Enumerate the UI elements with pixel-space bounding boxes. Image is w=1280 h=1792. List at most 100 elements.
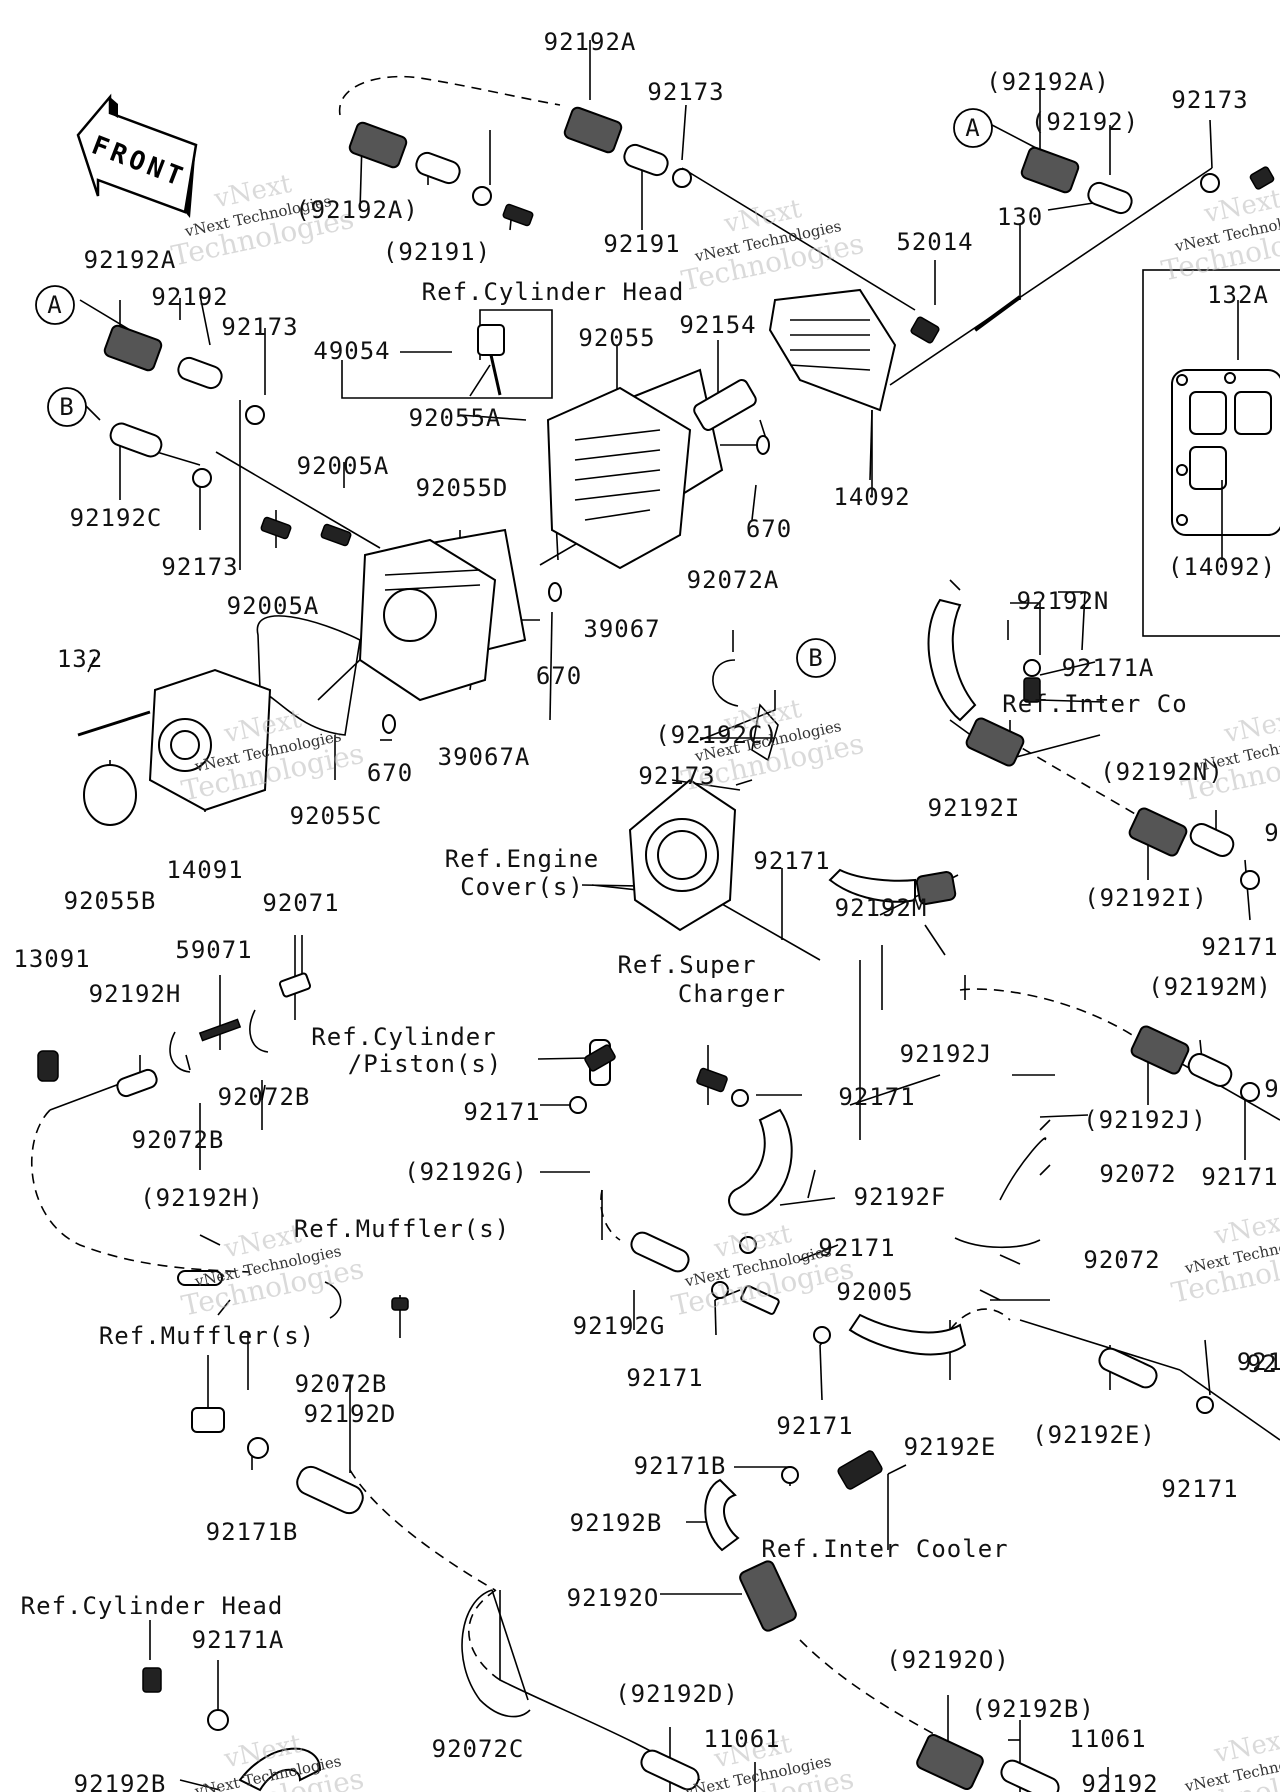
- part-label: 92173: [161, 553, 238, 581]
- part-label: (92192D): [615, 1680, 739, 1708]
- part-label: (92192E): [1032, 1421, 1156, 1449]
- part-label: (92192N): [1100, 758, 1224, 786]
- part-label: Ref.Cylinder Head: [422, 278, 685, 306]
- part-label: 132A: [1207, 281, 1269, 309]
- part-label: 92192G: [573, 1312, 666, 1340]
- part-label: 14092: [833, 483, 910, 511]
- part-label: 921: [1247, 1350, 1280, 1378]
- part-label: 92192B: [570, 1509, 663, 1537]
- part-label: 14091: [166, 856, 243, 884]
- part-label: 92192: [151, 283, 228, 311]
- part-label: 92173: [221, 313, 298, 341]
- part-label: (92192A): [986, 68, 1110, 96]
- part-label: 92171: [776, 1412, 853, 1440]
- part-label: Ref.Inter Cooler: [761, 1535, 1008, 1563]
- part-label: 92171: [753, 847, 830, 875]
- part-label: (92192A): [295, 196, 419, 224]
- part-label: 130: [997, 203, 1043, 231]
- part-label: 52014: [896, 228, 973, 256]
- part-label: 92191: [603, 230, 680, 258]
- part-label: (92192I): [1084, 884, 1208, 912]
- part-label: 92171: [463, 1098, 540, 1126]
- part-label: 92192E: [904, 1433, 997, 1461]
- part-label: 11061: [703, 1725, 780, 1753]
- part-label: (14092): [1168, 553, 1276, 581]
- callout-a-left-label: A: [47, 291, 62, 319]
- part-label: (92192M): [1148, 973, 1272, 1001]
- part-label: 670: [367, 759, 413, 787]
- part-label: 921: [1237, 1348, 1280, 1376]
- part-label: Ref.Cylinder: [311, 1023, 496, 1051]
- part-label: 670: [536, 662, 582, 690]
- part-drawings: [37, 106, 1275, 1792]
- part-labels: 92192 A 92173 (92192A) (92192) 92173 (92192A) (…: [13, 28, 1280, 1792]
- part-label: /Piston(s): [348, 1050, 503, 1078]
- part-label: (92192H): [140, 1184, 264, 1212]
- part-label: 92192I: [928, 794, 1021, 822]
- part-label: 92192J: [900, 1040, 993, 1068]
- part-label: 59071: [175, 936, 252, 964]
- callout-a-left: A: [35, 285, 75, 325]
- part-label: 92173: [638, 762, 715, 790]
- part-label: (92192O): [886, 1646, 1010, 1674]
- part-label: 92171A: [1062, 654, 1155, 682]
- part-label: 92072: [1099, 1160, 1176, 1188]
- callout-b-left: B: [47, 387, 87, 427]
- part-label: 92192N: [1017, 587, 1110, 615]
- part-label: 92072: [1083, 1246, 1160, 1274]
- part-label: 132: [57, 645, 103, 673]
- front-arrow-icon: FRONT: [76, 93, 198, 218]
- part-label: 39067: [583, 615, 660, 643]
- part-label: (92192J): [1083, 1106, 1207, 1134]
- part-label: 92171: [626, 1364, 703, 1392]
- part-label: 92171: [818, 1234, 895, 1262]
- part-label: 92171: [1201, 1163, 1278, 1191]
- part-label: 9: [1264, 819, 1279, 847]
- inset-frame: [1142, 269, 1280, 637]
- part-label: Ref.Muffler(s): [99, 1322, 315, 1350]
- part-label: 92173: [1171, 86, 1248, 114]
- part-label: 92192M: [835, 894, 928, 922]
- callout-b-mid-label: B: [808, 644, 823, 672]
- part-label: 92055C: [290, 802, 383, 830]
- part-label: Ref.Super: [617, 951, 756, 979]
- part-label: Ref.Cylinder Head: [21, 1592, 284, 1620]
- inset-cover-drawing: [1171, 369, 1280, 536]
- part-label: (92192): [1031, 108, 1139, 136]
- part-label: 92192F: [854, 1183, 947, 1211]
- part-label: 92005A: [227, 592, 320, 620]
- part-label: 92192D: [304, 1400, 397, 1428]
- part-label: 92072A: [687, 566, 780, 594]
- part-label: (92192G): [404, 1158, 528, 1186]
- part-label: 92055B: [64, 887, 157, 915]
- callout-a-top-label: A: [965, 114, 980, 142]
- part-label: 92171: [1201, 933, 1278, 961]
- part-label: 92171B: [206, 1518, 299, 1546]
- part-label: 92072B: [295, 1370, 388, 1398]
- part-label: 92055D: [416, 474, 509, 502]
- part-label: Ref.Inter Co: [1002, 690, 1187, 718]
- callout-b-mid: B: [796, 638, 836, 678]
- part-label: 92192B: [74, 1770, 167, 1792]
- part-label: 92154: [679, 311, 756, 339]
- part-label: 92072B: [132, 1126, 225, 1154]
- part-label: (92191): [383, 238, 491, 266]
- part-label: 92055A: [409, 404, 502, 432]
- part-label: (92192C): [655, 721, 779, 749]
- part-label: 92171: [1161, 1475, 1238, 1503]
- callout-a-top: A: [953, 108, 993, 148]
- part-label: 49054: [313, 337, 390, 365]
- part-label: Charger: [678, 980, 786, 1008]
- part-label: 92072B: [218, 1083, 311, 1111]
- part-label: (92192B): [971, 1695, 1095, 1723]
- part-label: 670: [746, 515, 792, 543]
- part-label: Ref.Muffler(s): [294, 1215, 510, 1243]
- part-label: 92192: [1081, 1770, 1158, 1792]
- part-label: Cover(s): [460, 873, 584, 901]
